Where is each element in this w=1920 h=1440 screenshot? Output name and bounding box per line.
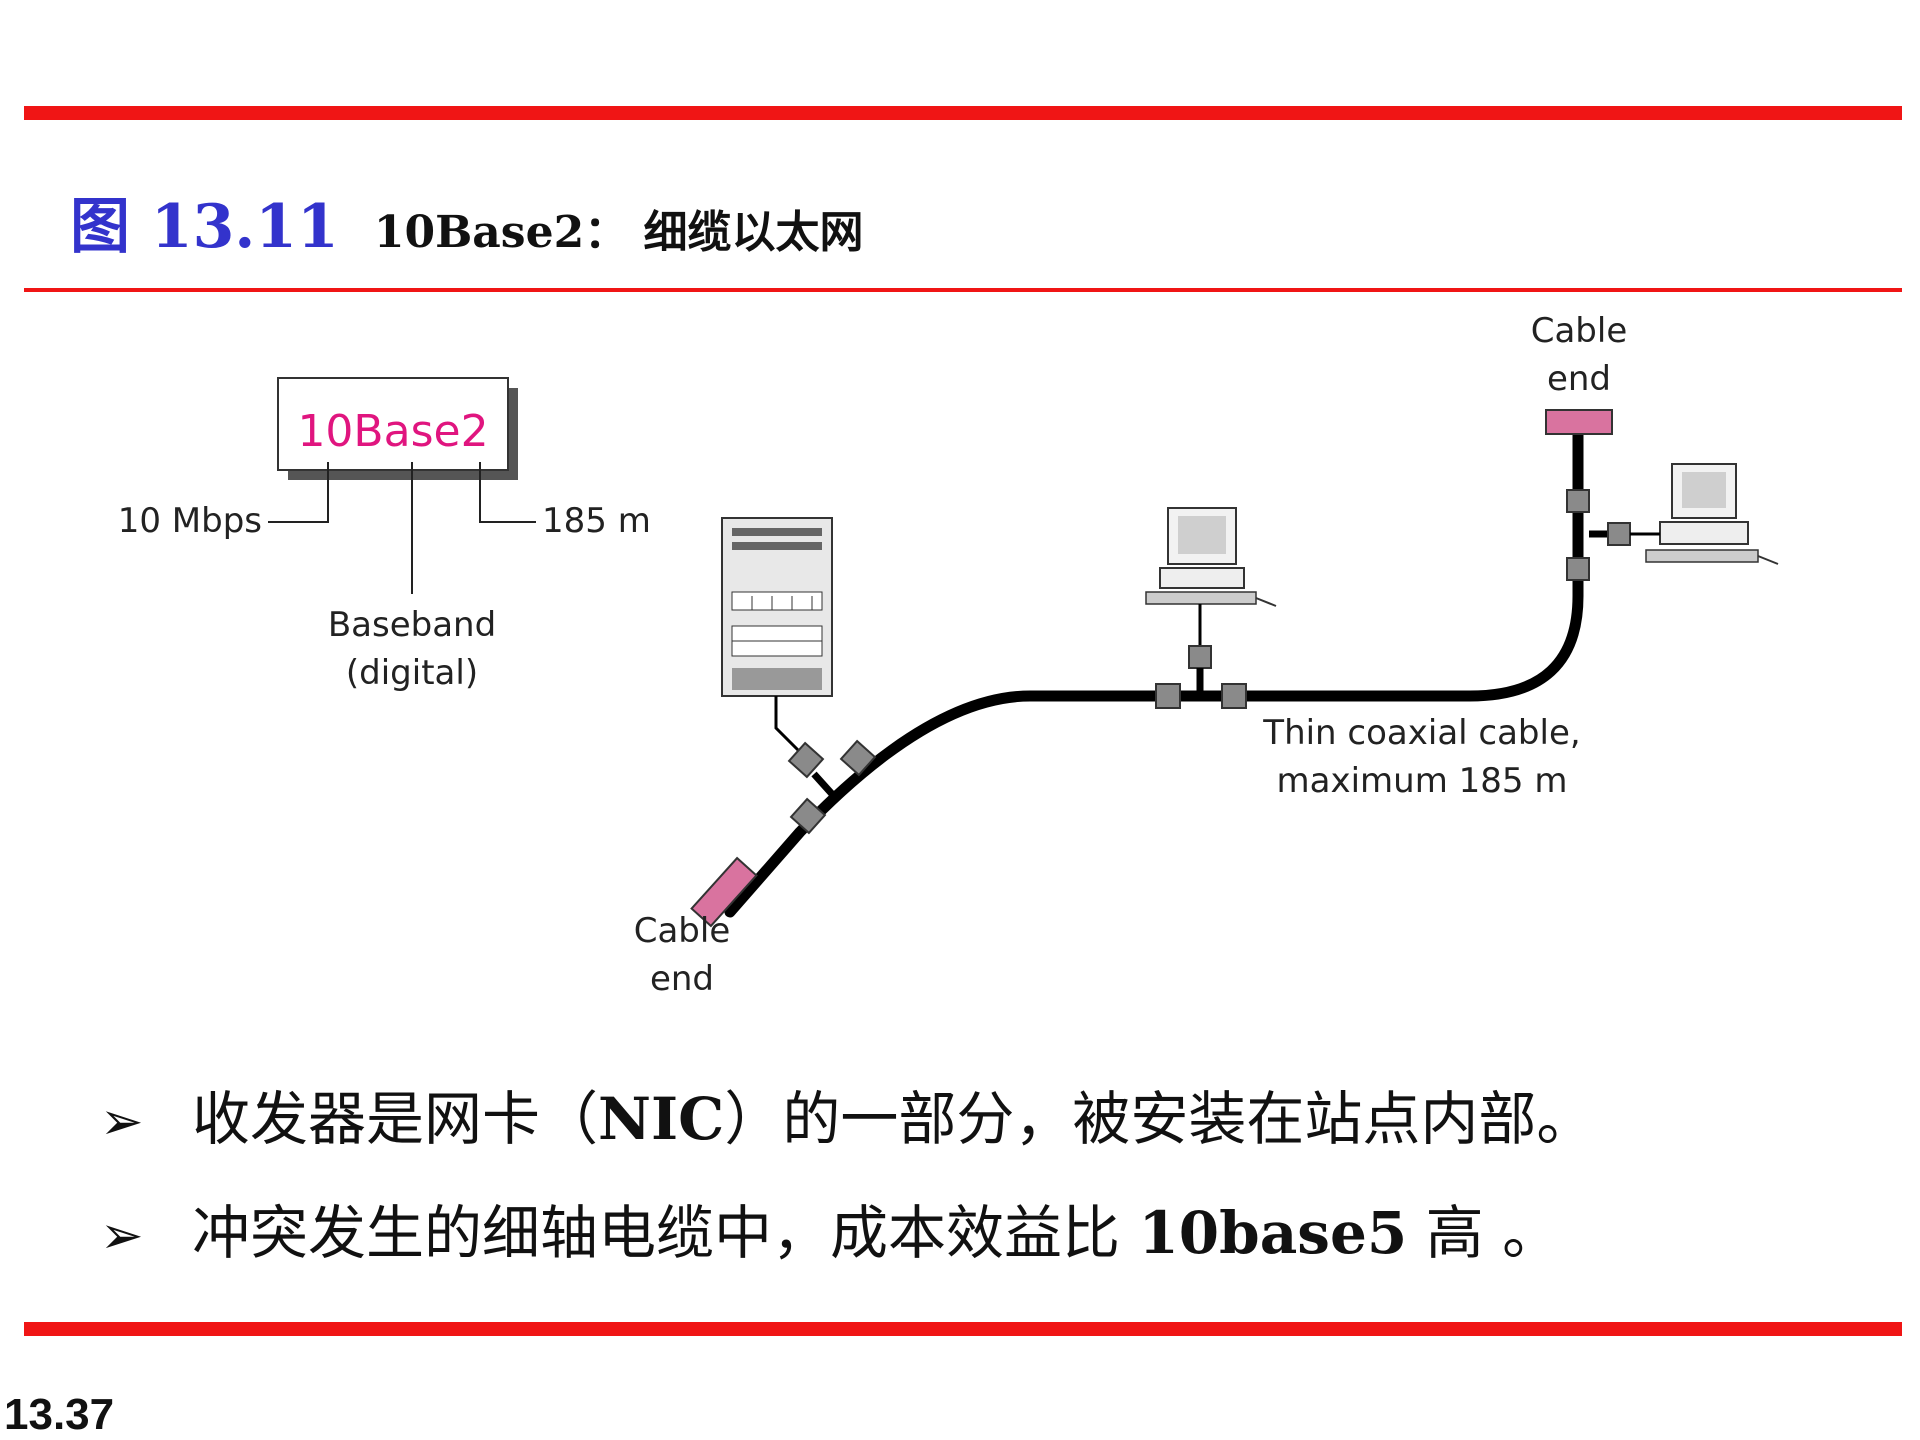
baseband-digital-label: (digital) (346, 653, 478, 693)
t-connector-icon (787, 739, 877, 835)
top-red-rule (24, 106, 1902, 120)
cable-terminator-icon (690, 856, 758, 928)
bullet-item: ➢ 收发器是网卡（NIC）的一部分，被安装在站点内部。 (100, 1072, 1594, 1156)
segment-length-label: 185 m (542, 501, 651, 541)
title-underline-rule (24, 288, 1902, 292)
computer-icon (1645, 463, 1779, 565)
t-connector-icon (1155, 604, 1247, 709)
speed-label: 10 Mbps (118, 501, 262, 541)
page-number: 13.37 (4, 1390, 115, 1439)
bullet-bold-term: 10base5 (1138, 1199, 1408, 1267)
bullet-text: 收发器是网卡（ (192, 1085, 599, 1153)
computer-icon (1145, 507, 1277, 607)
figure-label: 图 13.11 (70, 192, 339, 262)
server-drop-cable (774, 696, 808, 760)
cable-end-top-label-2: end (1547, 359, 1611, 399)
bullet-arrow-icon: ➢ (100, 1092, 144, 1152)
bullet-item: ➢ 冲突发生的细轴电缆中，成本效益比 10base5 高 。 (100, 1186, 1560, 1270)
server-icon (721, 517, 833, 697)
thin-coaxial-cable (724, 420, 1584, 918)
figure-caption: 10Base2： 细缆以太网 (373, 207, 864, 258)
cable-end-top-label: Cable (1531, 311, 1628, 351)
standard-name-text: 10Base2 (297, 406, 488, 457)
standard-box: 10Base2 (277, 377, 518, 480)
callout-lines (268, 462, 536, 594)
10base2-diagram: 10Base2 10 Mbps 185 m Baseband (digital)… (118, 311, 1779, 999)
bullet-text-end: ）的一部分，被安装在站点内部。 (724, 1085, 1595, 1153)
slide-title: 图 13.11 10Base2： 细缆以太网 (70, 178, 864, 262)
cable-end-bottom-label-2: end (650, 959, 714, 999)
t-connector-icon (1566, 489, 1660, 581)
baseband-label: Baseband (328, 605, 496, 645)
cable-terminator-icon (1545, 409, 1613, 435)
cable-label-2: maximum 185 m (1277, 761, 1568, 801)
bullet-text-end: 高 。 (1407, 1199, 1561, 1267)
bullet-arrow-icon: ➢ (100, 1206, 144, 1266)
bullet-text: 冲突发生的细轴电缆中，成本效益比 (192, 1199, 1139, 1267)
bullet-bold-term: NIC (598, 1085, 725, 1153)
cable-end-bottom-label: Cable (634, 911, 731, 951)
cable-label: Thin coaxial cable, (1262, 713, 1580, 753)
bottom-red-rule (24, 1322, 1902, 1336)
